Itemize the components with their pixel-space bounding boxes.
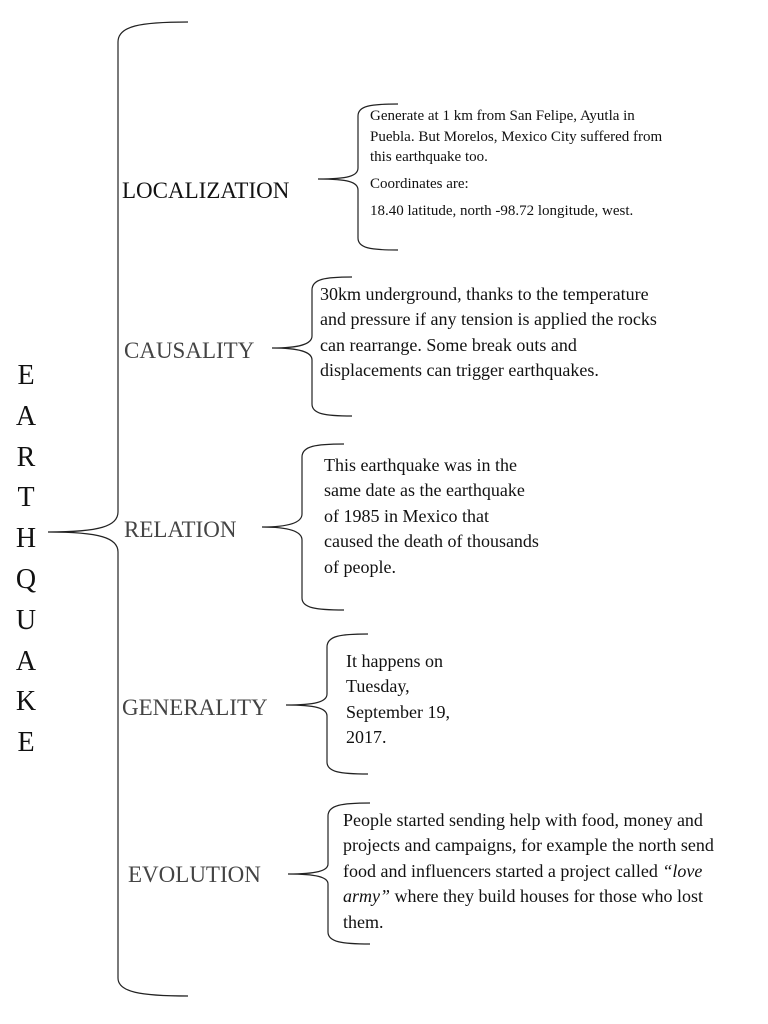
generality-description: It happens on Tuesday, September 19, 201… (346, 651, 450, 748)
title-letter: A (15, 400, 37, 432)
localization-text-2: Coordinates are: (370, 175, 469, 192)
causality-description: 30km underground, thanks to the temperat… (320, 284, 657, 381)
title-letter: E (17, 727, 35, 759)
evolution-brace (287, 802, 371, 945)
title-letter: T (17, 482, 35, 514)
category-evolution: EVOLUTION (128, 862, 261, 887)
category-localization: LOCALIZATION (122, 178, 290, 203)
relation-brace (261, 443, 345, 611)
title-letter: K (15, 686, 37, 718)
localization-text-1: Generate at 1 km from San Felipe, Ayutla… (370, 108, 663, 165)
evolution-text-start: People started sending help with food, m… (343, 810, 714, 881)
evolution-description: People started sending help with food, m… (343, 808, 743, 935)
relation-description: This earthquake was in the same date as … (324, 455, 539, 577)
title-letter: R (16, 441, 36, 473)
generality-brace (285, 633, 369, 775)
title-letter: H (15, 523, 37, 555)
localization-brace (317, 103, 399, 251)
title-letter: Q (15, 563, 37, 595)
category-relation: RELATION (124, 517, 237, 542)
localization-description: Generate at 1 km from San Felipe, Ayutla… (370, 106, 670, 222)
earthquake-vertical-title: E A R T H Q U A K E (10, 356, 42, 764)
causality-brace (271, 276, 353, 417)
evolution-text-emphasis: “love army” (343, 860, 703, 907)
title-letter: A (15, 645, 37, 677)
category-generality: GENERALITY (122, 695, 268, 720)
title-letter: U (15, 604, 37, 636)
main-brace (47, 21, 189, 997)
evolution-text-end: where they build houses for those who lo… (343, 886, 703, 932)
localization-text-3: 18.40 latitude, north -98.72 longitude, … (370, 203, 634, 219)
category-causality: CAUSALITY (124, 338, 255, 363)
title-letter: E (17, 360, 35, 391)
